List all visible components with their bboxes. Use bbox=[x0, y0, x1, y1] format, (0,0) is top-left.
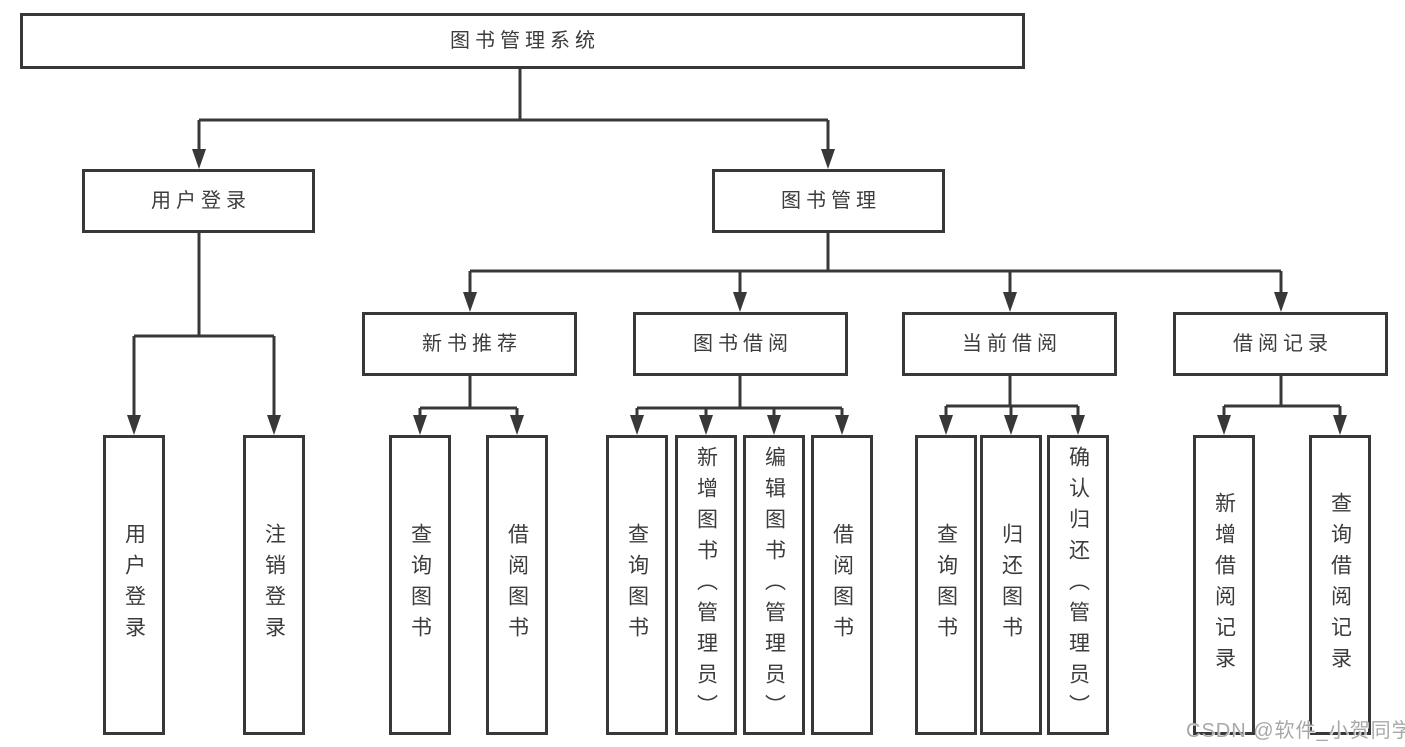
node-book-management-label: 图书管理 bbox=[781, 190, 881, 212]
leaf-query-books-recommend: 查询图书 bbox=[389, 435, 451, 735]
node-book-borrow-label: 图书借阅 bbox=[693, 333, 793, 355]
node-root-label: 图书管理系统 bbox=[450, 30, 600, 52]
leaf-add-borrow-record-label: 新增借阅记录 bbox=[1212, 492, 1236, 678]
leaf-edit-books-admin-label: 编辑图书（管理员） bbox=[762, 445, 786, 725]
leaf-add-books-admin-label: 新增图书（管理员） bbox=[694, 445, 718, 725]
node-borrow-records-label: 借阅记录 bbox=[1233, 333, 1333, 355]
leaf-add-borrow-record: 新增借阅记录 bbox=[1193, 435, 1255, 735]
leaf-user-login: 用户登录 bbox=[103, 435, 165, 735]
leaf-query-borrow-record-label: 查询借阅记录 bbox=[1328, 492, 1352, 678]
leaf-query-books-recommend-label: 查询图书 bbox=[408, 523, 432, 647]
node-current-borrow: 当前借阅 bbox=[902, 312, 1117, 376]
leaf-query-books-current-label: 查询图书 bbox=[934, 523, 958, 647]
node-user-login-label: 用户登录 bbox=[151, 190, 251, 212]
leaf-confirm-return-admin: 确认归还（管理员） bbox=[1047, 435, 1109, 735]
leaf-query-borrow-record: 查询借阅记录 bbox=[1309, 435, 1371, 735]
leaf-borrow-books: 借阅图书 bbox=[811, 435, 873, 735]
leaf-query-books-borrow: 查询图书 bbox=[606, 435, 668, 735]
leaf-query-books-current: 查询图书 bbox=[915, 435, 977, 735]
leaf-user-login-label: 用户登录 bbox=[122, 523, 146, 647]
leaf-return-books-label: 归还图书 bbox=[999, 523, 1023, 647]
connector-stems bbox=[132, 69, 1342, 420]
leaf-logout: 注销登录 bbox=[243, 435, 305, 735]
leaf-borrow-books-recommend-label: 借阅图书 bbox=[505, 523, 529, 647]
node-borrow-records: 借阅记录 bbox=[1173, 312, 1388, 376]
node-user-login: 用户登录 bbox=[82, 169, 315, 233]
arrowheads bbox=[127, 149, 1347, 435]
leaf-query-books-borrow-label: 查询图书 bbox=[625, 523, 649, 647]
node-book-management: 图书管理 bbox=[712, 169, 945, 233]
csdn-watermark: CSDN @软件_小贺同学 bbox=[1186, 720, 1405, 742]
leaf-logout-label: 注销登录 bbox=[262, 523, 286, 647]
leaf-borrow-books-recommend: 借阅图书 bbox=[486, 435, 548, 735]
node-book-borrow: 图书借阅 bbox=[633, 312, 848, 376]
node-new-book-recommend-label: 新书推荐 bbox=[422, 333, 522, 355]
node-new-book-recommend: 新书推荐 bbox=[362, 312, 577, 376]
leaf-edit-books-admin: 编辑图书（管理员） bbox=[743, 435, 805, 735]
leaf-add-books-admin: 新增图书（管理员） bbox=[675, 435, 737, 735]
leaf-borrow-books-label: 借阅图书 bbox=[830, 523, 854, 647]
leaf-confirm-return-admin-label: 确认归还（管理员） bbox=[1066, 445, 1090, 725]
leaf-return-books: 归还图书 bbox=[980, 435, 1042, 735]
node-current-borrow-label: 当前借阅 bbox=[962, 333, 1062, 355]
node-root-system: 图书管理系统 bbox=[20, 13, 1025, 69]
